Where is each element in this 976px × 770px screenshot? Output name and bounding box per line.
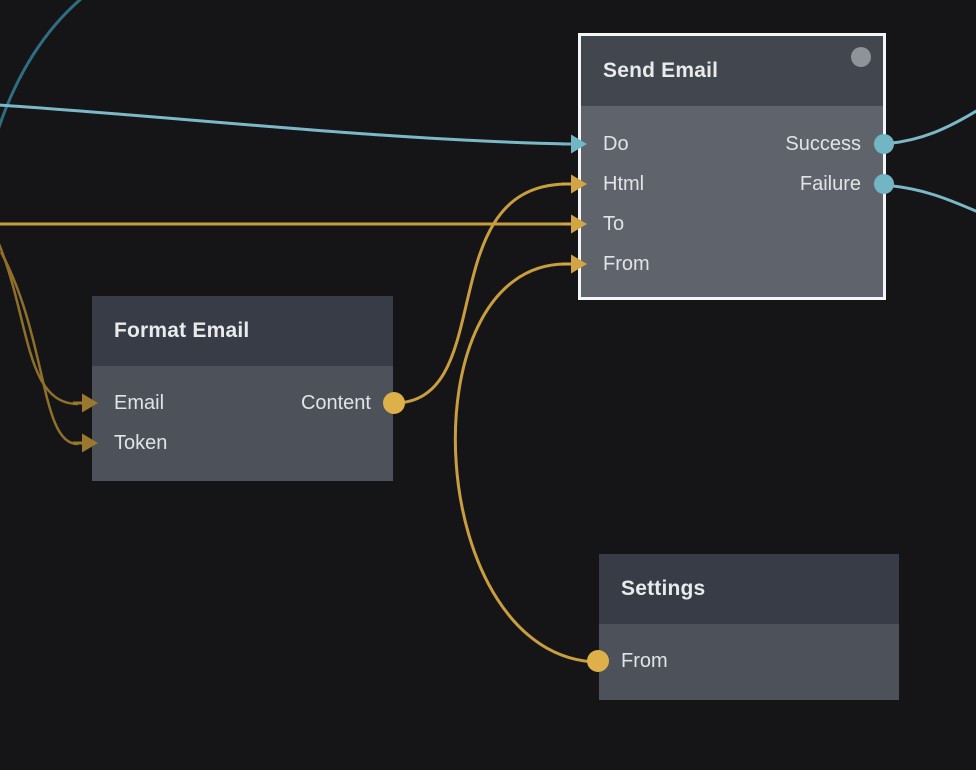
input-label-token: Token [114,431,168,454]
input-port-to[interactable] [562,213,588,235]
edge-to-email[interactable] [0,243,79,406]
node-send-email[interactable]: Send Email Do Success Html Failure [562,33,894,300]
node-title: Send Email [603,59,719,82]
input-port-token[interactable] [73,432,99,454]
node-format-email[interactable]: Format Email Email Content Token [73,296,405,481]
input-port-from[interactable] [562,253,588,275]
output-label-failure: Failure [799,172,861,195]
node-title: Format Email [114,319,250,342]
node-format-email-body: Email Content Token [73,366,405,463]
input-label-to: To [603,212,625,235]
input-port-do[interactable] [562,133,588,155]
port-row: From [562,244,883,284]
input-label-email: Email [114,391,165,414]
node-settings-body: From [587,624,899,681]
output-port-success[interactable] [874,134,894,154]
input-label-do: Do [603,132,629,155]
node-title: Settings [621,577,706,600]
port-row: Token [73,423,393,463]
output-label-settings-from: From [621,649,668,672]
edge-success-out[interactable] [882,109,976,146]
port-row: Html Failure [562,164,894,204]
edge-offscreen-crossing[interactable] [0,0,83,130]
input-port-html[interactable] [562,173,588,195]
node-settings[interactable]: Settings From [587,554,899,700]
input-label-html: Html [603,172,645,195]
port-row: From [587,641,899,681]
node-settings-header[interactable]: Settings [599,554,899,624]
node-send-email-header[interactable]: Send Email [581,36,883,106]
output-port-failure[interactable] [874,174,894,194]
edge-to-do[interactable] [0,103,569,146]
input-label-from: From [603,252,650,275]
output-label-content: Content [300,391,371,414]
node-format-email-header[interactable]: Format Email [92,296,393,366]
status-dot-icon [851,47,871,67]
edge-content-to-html[interactable] [392,182,567,405]
port-row: Email Content [73,383,405,423]
output-port-content[interactable] [383,392,405,414]
edge-failure-out[interactable] [882,183,976,213]
edge-to-token[interactable] [0,251,79,446]
output-port-settings-from[interactable] [587,650,609,672]
edge-settingsfrom-to-from[interactable] [453,262,600,664]
node-send-email-body: Do Success Html Failure To [562,106,894,284]
port-row: To [562,204,883,244]
input-port-email[interactable] [73,392,99,414]
output-label-success: Success [785,132,861,155]
port-row: Do Success [562,124,894,164]
